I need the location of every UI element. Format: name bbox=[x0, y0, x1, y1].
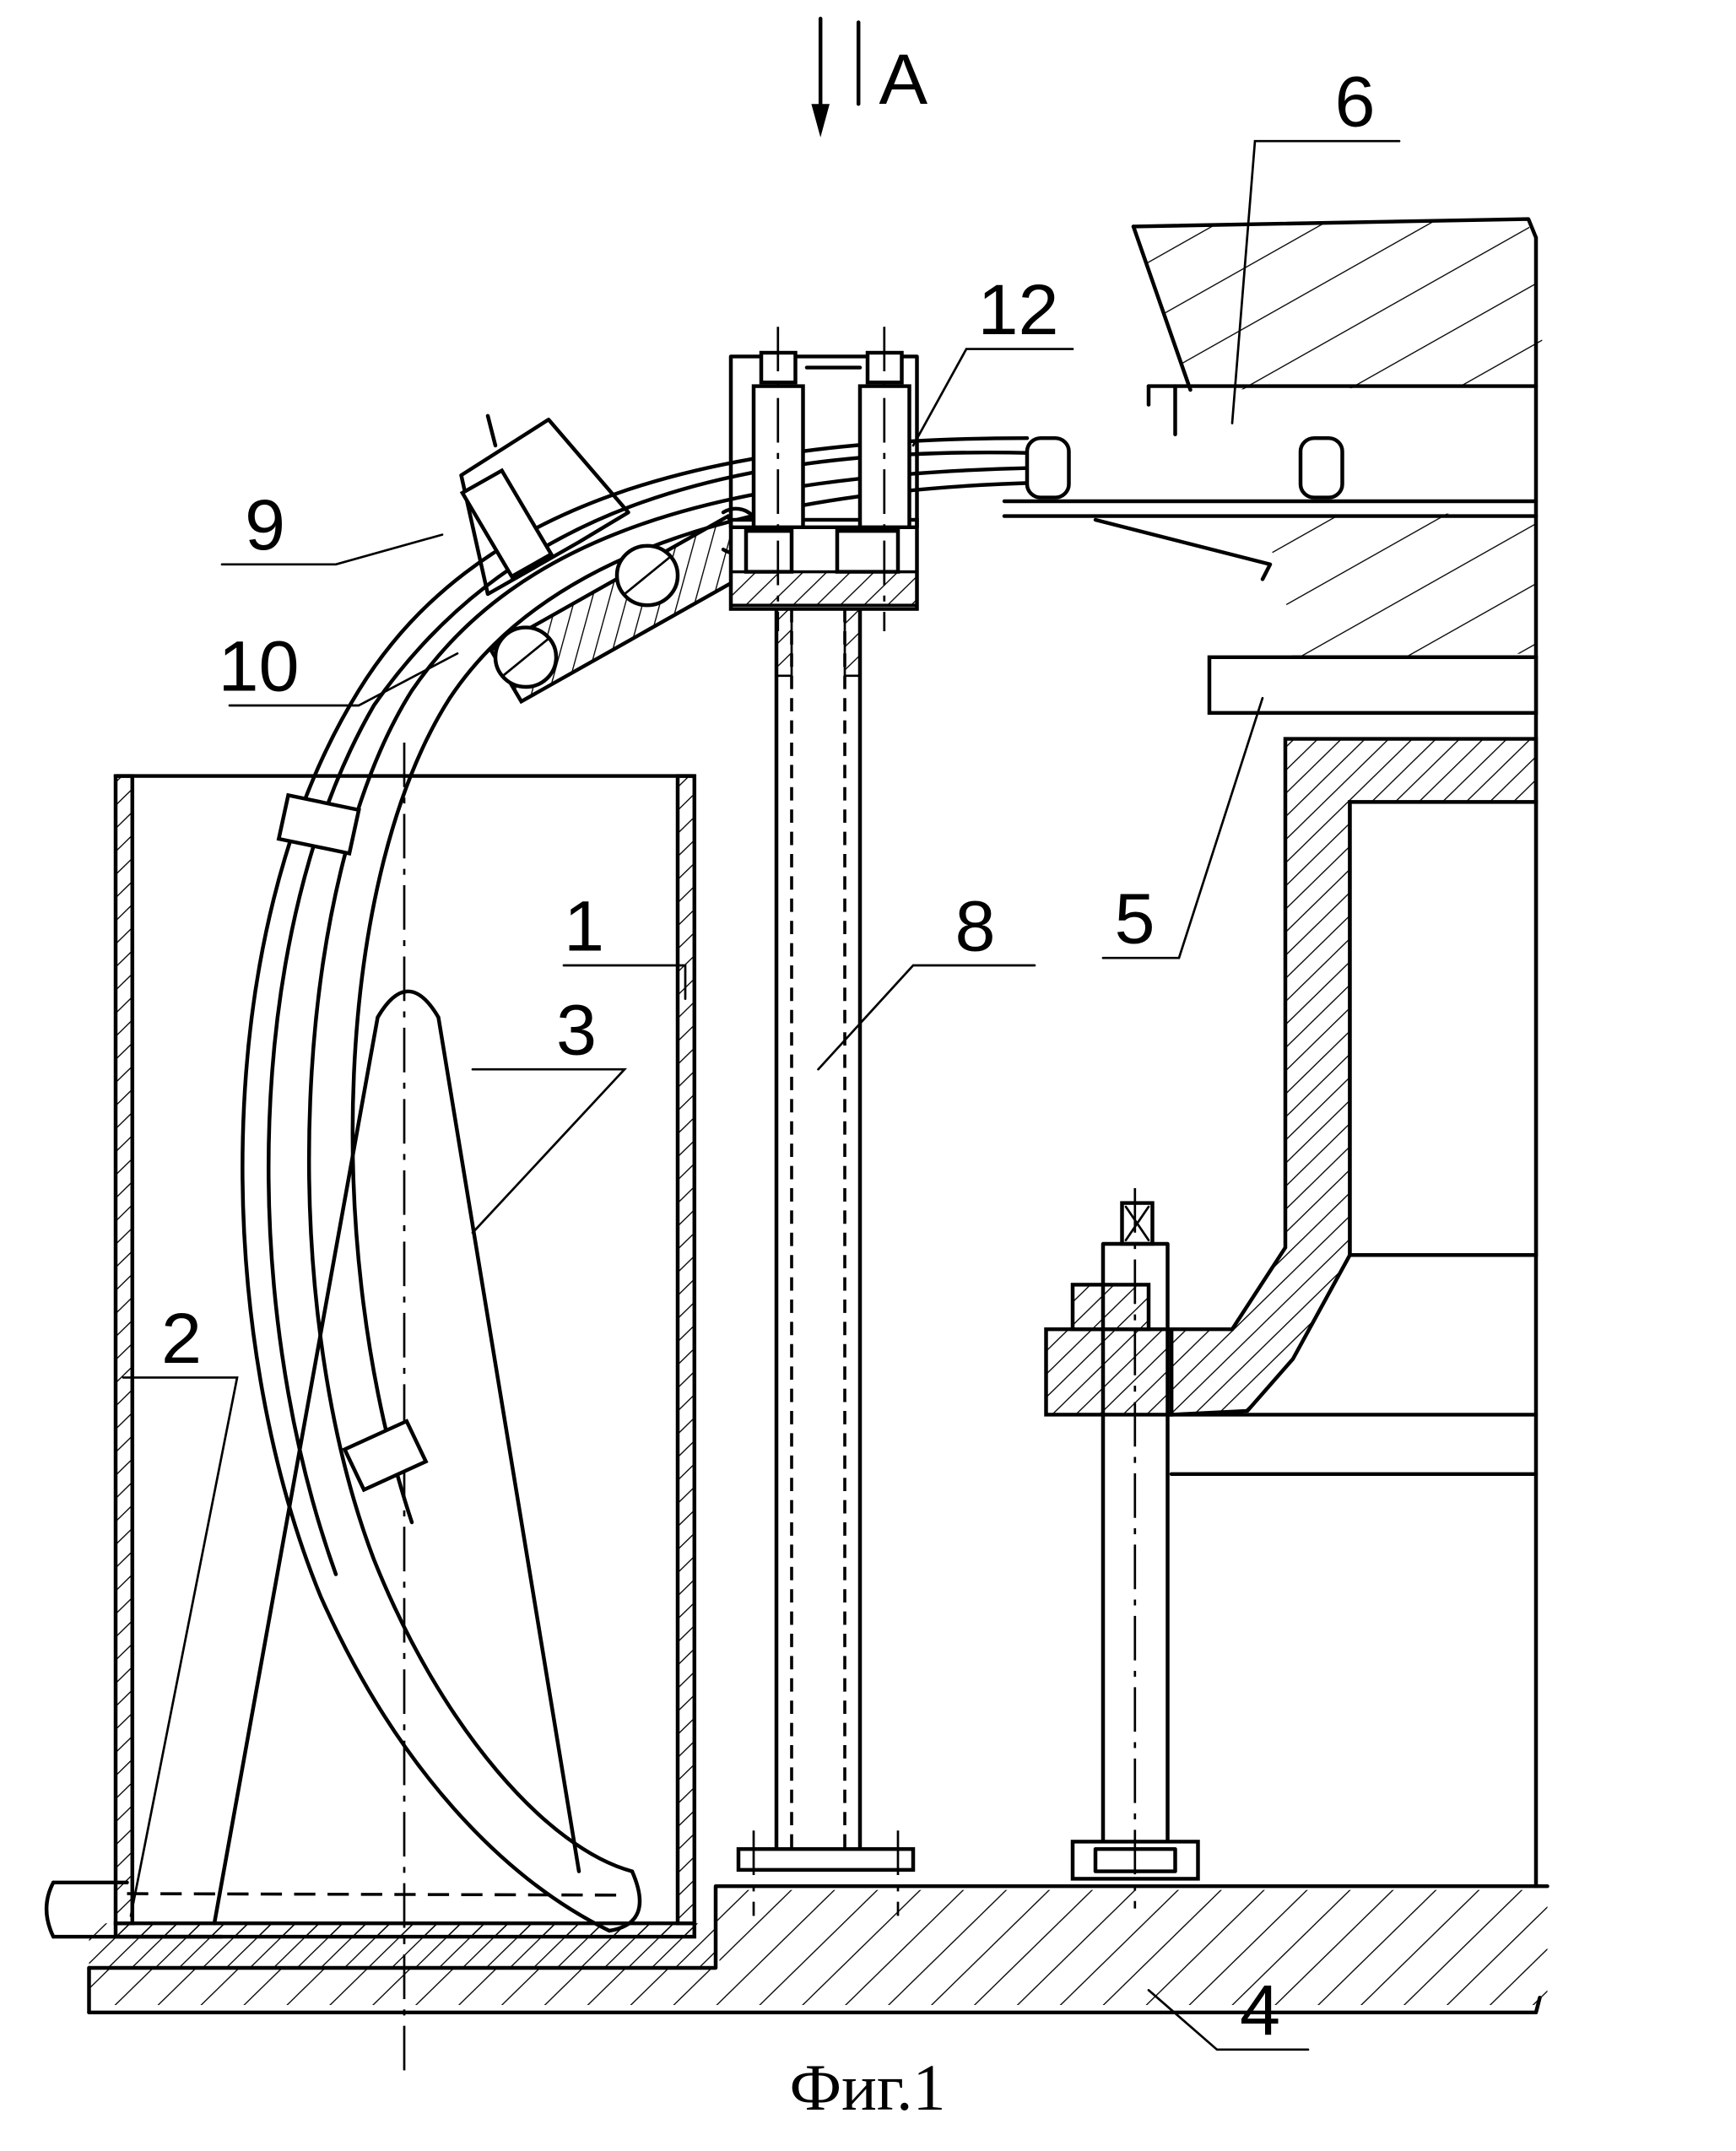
label-2: 2 bbox=[161, 1300, 202, 1379]
label-3: 3 bbox=[556, 991, 597, 1070]
label-9: 9 bbox=[245, 486, 285, 565]
label-1: 1 bbox=[564, 887, 604, 966]
label-12: 12 bbox=[978, 271, 1059, 350]
roller-guide bbox=[462, 416, 759, 701]
label-4: 4 bbox=[1240, 1971, 1280, 2051]
hose-clamp-3 bbox=[1027, 438, 1069, 497]
machine-frame bbox=[1046, 739, 1537, 1474]
view-arrow-a: A bbox=[811, 19, 927, 138]
support-plate bbox=[1209, 657, 1536, 713]
label-8: 8 bbox=[955, 887, 995, 966]
label-10: 10 bbox=[219, 627, 300, 706]
hose-clamp-4 bbox=[1301, 438, 1343, 497]
support-column bbox=[731, 327, 917, 1916]
view-label-a: A bbox=[879, 41, 928, 120]
container-vessel bbox=[116, 743, 695, 2072]
base-slab bbox=[89, 1886, 1548, 2013]
label-5: 5 bbox=[1115, 879, 1155, 959]
label-6: 6 bbox=[1335, 62, 1376, 142]
figure-caption: Фиг.1 bbox=[789, 2051, 945, 2124]
hose-clamp-2 bbox=[344, 1421, 425, 1489]
